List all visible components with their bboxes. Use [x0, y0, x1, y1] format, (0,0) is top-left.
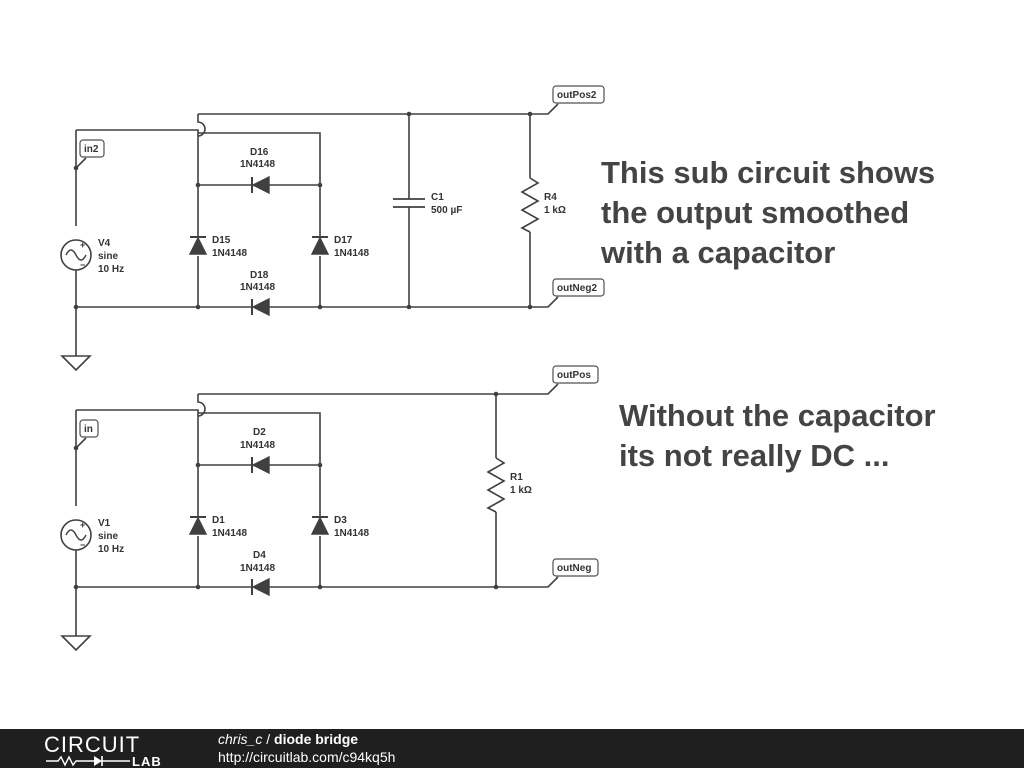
circuit-bottom: + − V1 sine 10 Hz in D2 1N4148 D1 1N414 — [60, 365, 599, 652]
port-in2-label: in2 — [84, 144, 99, 155]
junctions-top — [73, 111, 533, 310]
circuit-top: + − V4 sine 10 Hz in2 D16 1N4148 D15 — [60, 85, 605, 372]
diode-d4[interactable]: D4 1N4148 — [240, 550, 275, 597]
r4-value-label: 1 kΩ — [544, 205, 566, 216]
circuitlab-logo[interactable]: CIRCUIT LAB — [44, 731, 184, 767]
footer-url-link[interactable]: http://circuitlab.com/c94kq5h — [218, 749, 396, 765]
port-in2[interactable]: in2 — [75, 139, 105, 169]
ground-symbol-top — [60, 355, 92, 372]
d16-name-label: D16 — [250, 147, 269, 158]
d15-model-label: 1N4148 — [212, 248, 247, 259]
v1-type-label: sine — [98, 531, 118, 542]
capacitor-c1[interactable]: C1 500 µF — [393, 192, 462, 216]
c1-name-label: C1 — [431, 192, 444, 203]
d18-model-label: 1N4148 — [240, 282, 275, 293]
d17-name-label: D17 — [334, 235, 353, 246]
voltage-source-v1[interactable]: + − V1 sine 10 Hz — [60, 518, 124, 555]
d3-model-label: 1N4148 — [334, 528, 369, 539]
v4-name-label: V4 — [98, 238, 111, 249]
note2-line-1: Without the capacitor — [619, 398, 936, 433]
port-outpos-label: outPos — [557, 370, 591, 381]
port-outneg2-label: outNeg2 — [557, 283, 597, 294]
d1-model-label: 1N4148 — [212, 528, 247, 539]
svg-text:+: + — [80, 520, 85, 530]
diode-d2[interactable]: D2 1N4148 — [240, 427, 275, 475]
port-outpos2[interactable]: outPos2 — [552, 85, 605, 104]
v1-name-label: V1 — [98, 518, 111, 529]
port-outneg2[interactable]: outNeg2 — [552, 278, 605, 297]
note1-line-2: the output smoothed — [601, 195, 910, 230]
note2-line-2: its not really DC ... — [619, 438, 890, 473]
port-outpos2-label: outPos2 — [557, 90, 597, 101]
d17-model-label: 1N4148 — [334, 248, 369, 259]
diode-d17[interactable]: D17 1N4148 — [310, 235, 369, 259]
footer-separator: / — [262, 731, 275, 747]
d15-name-label: D15 — [212, 235, 231, 246]
logo-top-text: CIRCUIT — [44, 732, 140, 757]
footer-bar: CIRCUIT LAB chris_c / diode bridge http:… — [0, 729, 1024, 768]
port-outneg[interactable]: outNeg — [552, 558, 599, 577]
note1-line-3: with a capacitor — [601, 235, 836, 270]
v4-freq-label: 10 Hz — [98, 264, 124, 275]
r1-name-label: R1 — [510, 472, 523, 483]
d16-model-label: 1N4148 — [240, 159, 275, 170]
wires-bottom — [75, 383, 559, 636]
voltage-source-v4[interactable]: + − V4 sine 10 Hz — [60, 238, 124, 275]
diode-d18[interactable]: D18 1N4148 — [240, 270, 275, 317]
diode-d15[interactable]: D15 1N4148 — [188, 235, 247, 259]
r4-name-label: R4 — [544, 192, 557, 203]
d4-model-label: 1N4148 — [240, 563, 275, 574]
logo-bottom-text: LAB — [132, 754, 162, 767]
diode-d1[interactable]: D1 1N4148 — [188, 515, 247, 539]
diode-d16[interactable]: D16 1N4148 — [240, 147, 275, 195]
footer-circuit-name[interactable]: diode bridge — [274, 731, 359, 747]
d2-name-label: D2 — [253, 427, 266, 438]
note-without-capacitor: Without the capacitor its not really DC … — [619, 396, 936, 476]
diode-d3[interactable]: D3 1N4148 — [310, 515, 369, 539]
logo-resistor-diode-icon — [46, 755, 130, 767]
svg-text:+: + — [80, 240, 85, 250]
note-smoothed-output: This sub circuit shows the output smooth… — [601, 153, 935, 273]
d3-name-label: D3 — [334, 515, 347, 526]
d4-name-label: D4 — [253, 550, 266, 561]
v1-freq-label: 10 Hz — [98, 544, 124, 555]
svg-text:−: − — [80, 260, 85, 270]
port-outneg-label: outNeg — [557, 563, 591, 574]
d18-name-label: D18 — [250, 270, 269, 281]
r1-value-label: 1 kΩ — [510, 485, 532, 496]
wires-top — [75, 103, 559, 356]
resistor-r1[interactable]: R1 1 kΩ — [486, 457, 532, 513]
note1-line-1: This sub circuit shows — [601, 155, 936, 190]
svg-text:−: − — [80, 540, 85, 550]
ground-symbol-bottom — [60, 635, 92, 652]
port-outpos[interactable]: outPos — [552, 365, 599, 384]
footer-author[interactable]: chris_c — [218, 731, 263, 747]
footer-title: chris_c / diode bridge — [218, 731, 358, 748]
c1-value-label: 500 µF — [431, 205, 462, 216]
d1-name-label: D1 — [212, 515, 225, 526]
junctions-bottom — [73, 391, 499, 590]
schematic-canvas: + − V4 sine 10 Hz in2 D16 1N4148 D15 — [60, 85, 605, 652]
port-in[interactable]: in — [75, 419, 99, 449]
v4-type-label: sine — [98, 251, 118, 262]
port-in-label: in — [84, 424, 93, 435]
resistor-r4[interactable]: R4 1 kΩ — [520, 177, 566, 233]
d2-model-label: 1N4148 — [240, 440, 275, 451]
